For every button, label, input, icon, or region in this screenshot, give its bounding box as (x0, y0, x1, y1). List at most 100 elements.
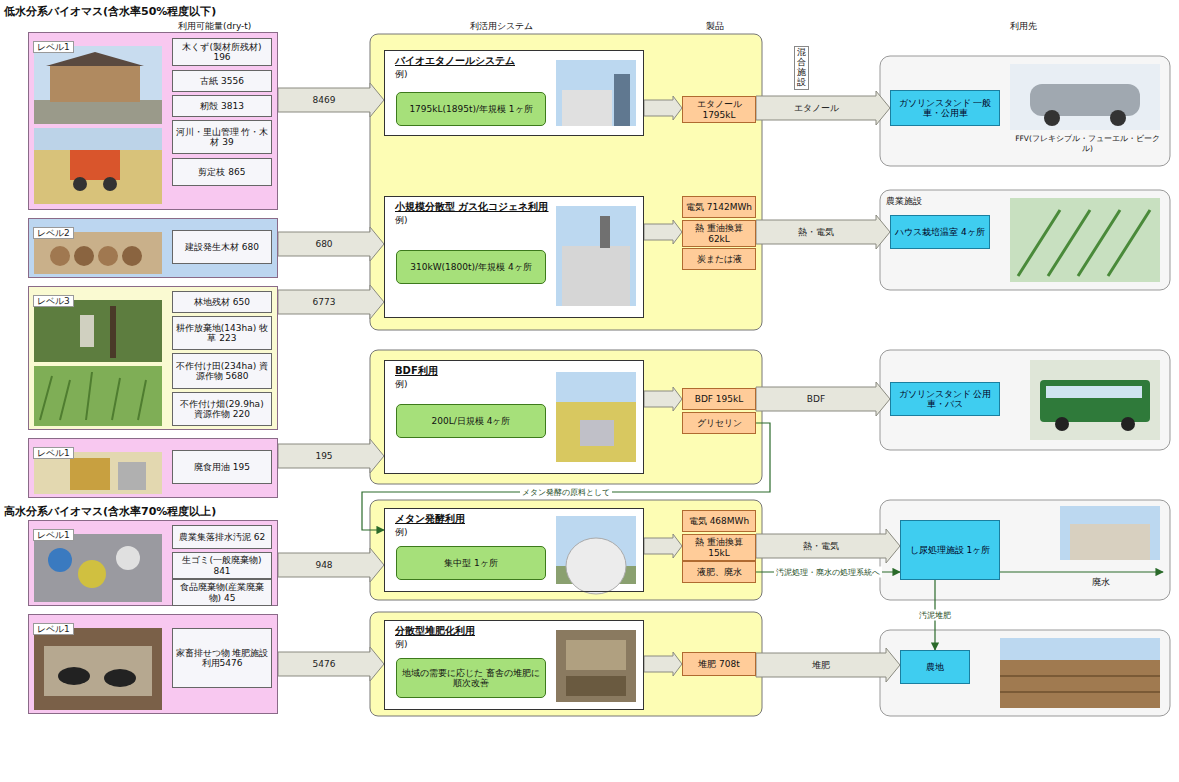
photo-greenhouse (1010, 198, 1160, 282)
system-box-text: メタン発酵利用 (395, 513, 633, 525)
level-ground (28, 614, 278, 714)
photo-log (50, 246, 70, 266)
note-label: 利活用システム (470, 20, 533, 33)
system-box-text: 例) (395, 379, 633, 389)
flow-arrow (644, 387, 682, 411)
destination-box: ガソリンスタンド 公用車・バス (890, 382, 1000, 416)
photo-ground (34, 100, 162, 124)
level-group-text: レベル1 (33, 623, 74, 635)
photo-stack (600, 216, 610, 248)
photo-barn-ground (34, 628, 162, 710)
photo-building (1070, 524, 1150, 560)
photo (1010, 198, 1160, 282)
biomass-item: 不作付け田(234ha) 資源作物 5680 (172, 353, 272, 389)
system-box-text: 例) (395, 527, 633, 537)
flow-arrow (278, 439, 384, 473)
system-panel (370, 500, 762, 600)
photo (1010, 64, 1160, 130)
photo-wheel (1121, 417, 1135, 431)
edge-label: 汚泥堆肥 (917, 610, 953, 621)
level-group: レベル1農業集落排水汚泥 62生ゴミ(一般廃棄物) 841食品廃棄物(産業廃棄物… (28, 520, 278, 606)
edge-label: 195 (315, 451, 332, 461)
photo-leaves (40, 372, 146, 420)
note-label: 農業施設 (886, 195, 922, 208)
photo-roof (566, 640, 626, 670)
note-label: 製品 (706, 20, 724, 33)
photo-sky (1060, 506, 1160, 560)
photo-roof (46, 52, 144, 66)
destination-box-text: ガソリンスタンド 一般車・公用車 (893, 98, 997, 119)
level-group-text: レベル1 (33, 447, 74, 459)
biomass-item: 河川・里山管理 竹・木材 39 (172, 120, 272, 154)
edge-label: BDF (807, 394, 825, 404)
system-box-text: 例) (395, 215, 633, 225)
system-box-text: 例) (395, 639, 633, 649)
destination-box: ハウス栽培温室 4ヶ所 (890, 215, 990, 249)
destination-box-text: ガソリンスタンド 公用車・バス (893, 389, 997, 410)
destination-panel (880, 630, 1170, 716)
level-group: レベル1木くず(製材所残材) 196古紙 3556籾殻 3813河川・里山管理 … (28, 32, 278, 210)
edge-label: 948 (315, 560, 332, 570)
product-box-text: 堆肥 708t (698, 659, 740, 669)
photo-wheel (1110, 110, 1126, 126)
photo-grass (34, 366, 162, 426)
biomass-item: 林地残材 650 (172, 291, 272, 313)
product-box-text: 炭または液 (697, 254, 742, 264)
level-group: レベル2建設発生木材 680 (28, 218, 278, 278)
flow-arrow (756, 215, 890, 249)
system-box: 分散型堆肥化利用例)地域の需要に応じた 畜舎の堆肥に順次改善 (384, 620, 644, 710)
example-box: 地域の需要に応じた 畜舎の堆肥に順次改善 (396, 658, 546, 698)
level-group-text: レベル1 (33, 41, 74, 53)
photo-sky (556, 206, 636, 306)
level-group-text: レベル3 (33, 295, 74, 307)
photo-sky (1000, 638, 1160, 660)
system-box: メタン発酵利用例) 集中型 1ヶ所 (384, 508, 644, 592)
system-panel (370, 350, 762, 484)
product-box: 液肥、廃水 (682, 561, 756, 583)
example-box: 集中型 1ヶ所 (396, 546, 546, 580)
level-ground (28, 218, 278, 278)
biomass-item: 生ゴミ(一般廃棄物) 841 (172, 552, 272, 579)
system-ground (384, 360, 644, 474)
photo-barn (44, 646, 152, 696)
photo (34, 128, 162, 204)
product-box: 熱 重油換算62kL (682, 220, 756, 247)
photo-sky (556, 60, 636, 126)
product-box: BDF 195kL (682, 388, 756, 410)
product-box: グリセリン (682, 412, 756, 434)
flow-arrow (756, 529, 900, 563)
destination-box-text: 農地 (926, 662, 944, 672)
photo-field (556, 372, 636, 462)
biomass-item-text: 不作付け田(234ha) 資源作物 5680 (175, 361, 269, 382)
flow-arrow (278, 83, 384, 117)
destination-box: し尿処理施設 1ヶ所 (900, 520, 1000, 580)
photo-barn (556, 630, 636, 702)
product-box-text: 熱 重油換算62kL (685, 223, 753, 244)
destination-box-text: し尿処理施設 1ヶ所 (910, 545, 991, 555)
outflow-line (1000, 571, 1163, 572)
system-box: 小規模分散型 ガス化コジェネ利用例)310kW(1800t)/年規模 4ヶ所 (384, 196, 644, 318)
biomass-item-text: 生ゴミ(一般廃棄物) 841 (175, 555, 269, 576)
biomass-item-text: 家畜排せつ物 堆肥施設利用5476 (175, 648, 269, 669)
biomass-item: 剪定枝 865 (172, 158, 272, 186)
photo-ground (34, 534, 162, 602)
product-box-text: 電気 468MWh (689, 516, 749, 526)
photo-wheel (73, 177, 87, 191)
flow-arrow (644, 534, 682, 558)
biomass-item-text: 古紙 3556 (200, 76, 244, 86)
system-box-text: BDF利用 (395, 365, 633, 377)
flow-arrow (644, 652, 682, 676)
product-box: 堆肥 708t (682, 652, 756, 676)
system-box: BDF利用例)200L/日規模 4ヶ所 (384, 360, 644, 474)
level-group: レベル3 林地残材 650 耕作放棄地(143ha) 牧草 223 不作付け田(234… (28, 286, 278, 430)
example-box: 1795kL(1895t)/年規模 1ヶ所 (396, 92, 546, 126)
photo (34, 300, 162, 362)
destination-box: ガソリンスタンド 一般車・公用車 (890, 90, 1000, 126)
flow-arrow (756, 648, 900, 682)
note-label: FFV(フレキシブル・フューエル・ビークル) (1010, 134, 1165, 154)
biomass-item-text: 耕作放棄地(143ha) 牧草 223 (175, 323, 269, 344)
photo-worker (80, 315, 94, 347)
level-group-text: レベル2 (33, 227, 74, 239)
biomass-item: 不作付け畑(29.9ha) 資源作物 220 (172, 392, 272, 426)
